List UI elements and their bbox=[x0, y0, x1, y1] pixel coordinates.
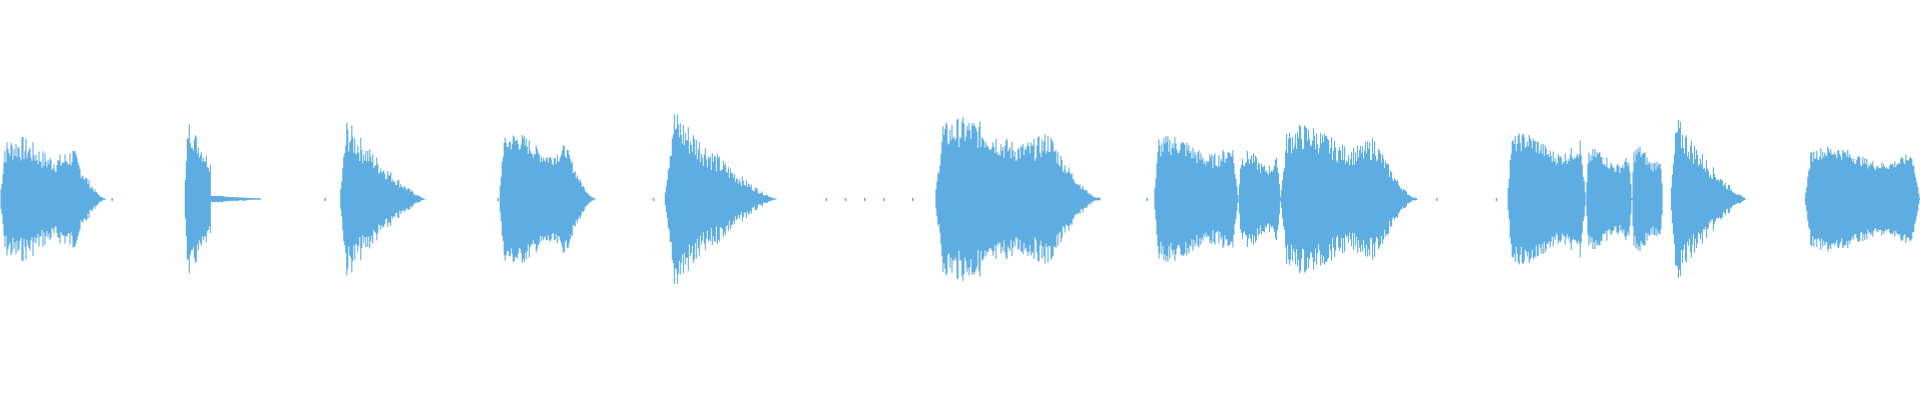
waveform-segment bbox=[1154, 136, 1239, 262]
waveform-tick bbox=[652, 198, 655, 201]
waveform-tick bbox=[324, 198, 326, 201]
waveform-segment bbox=[1632, 146, 1663, 252]
waveform-segment bbox=[340, 122, 427, 276]
waveform-segment bbox=[499, 135, 595, 263]
waveform-tick bbox=[111, 198, 113, 201]
waveform-tick bbox=[1436, 198, 1438, 201]
waveform-tick bbox=[883, 198, 885, 201]
waveform-tick bbox=[864, 198, 866, 201]
waveform-tick bbox=[497, 198, 499, 201]
waveform-tick bbox=[1146, 198, 1148, 201]
waveform-tick bbox=[912, 198, 914, 201]
waveform-tick bbox=[825, 198, 828, 201]
waveform-segment bbox=[1281, 125, 1418, 273]
waveform-tick bbox=[1495, 198, 1498, 201]
waveform-segment bbox=[935, 117, 1101, 281]
waveform-segment bbox=[1238, 151, 1281, 247]
waveform-segment bbox=[1586, 148, 1633, 250]
waveform-segment bbox=[0, 136, 106, 262]
waveform-segment bbox=[664, 114, 777, 284]
waveform-segment bbox=[1670, 120, 1747, 278]
waveform-segment bbox=[1507, 133, 1586, 265]
waveform-segment bbox=[1805, 146, 1920, 252]
waveform-tick bbox=[1804, 198, 1807, 201]
waveform-tick bbox=[844, 198, 847, 201]
